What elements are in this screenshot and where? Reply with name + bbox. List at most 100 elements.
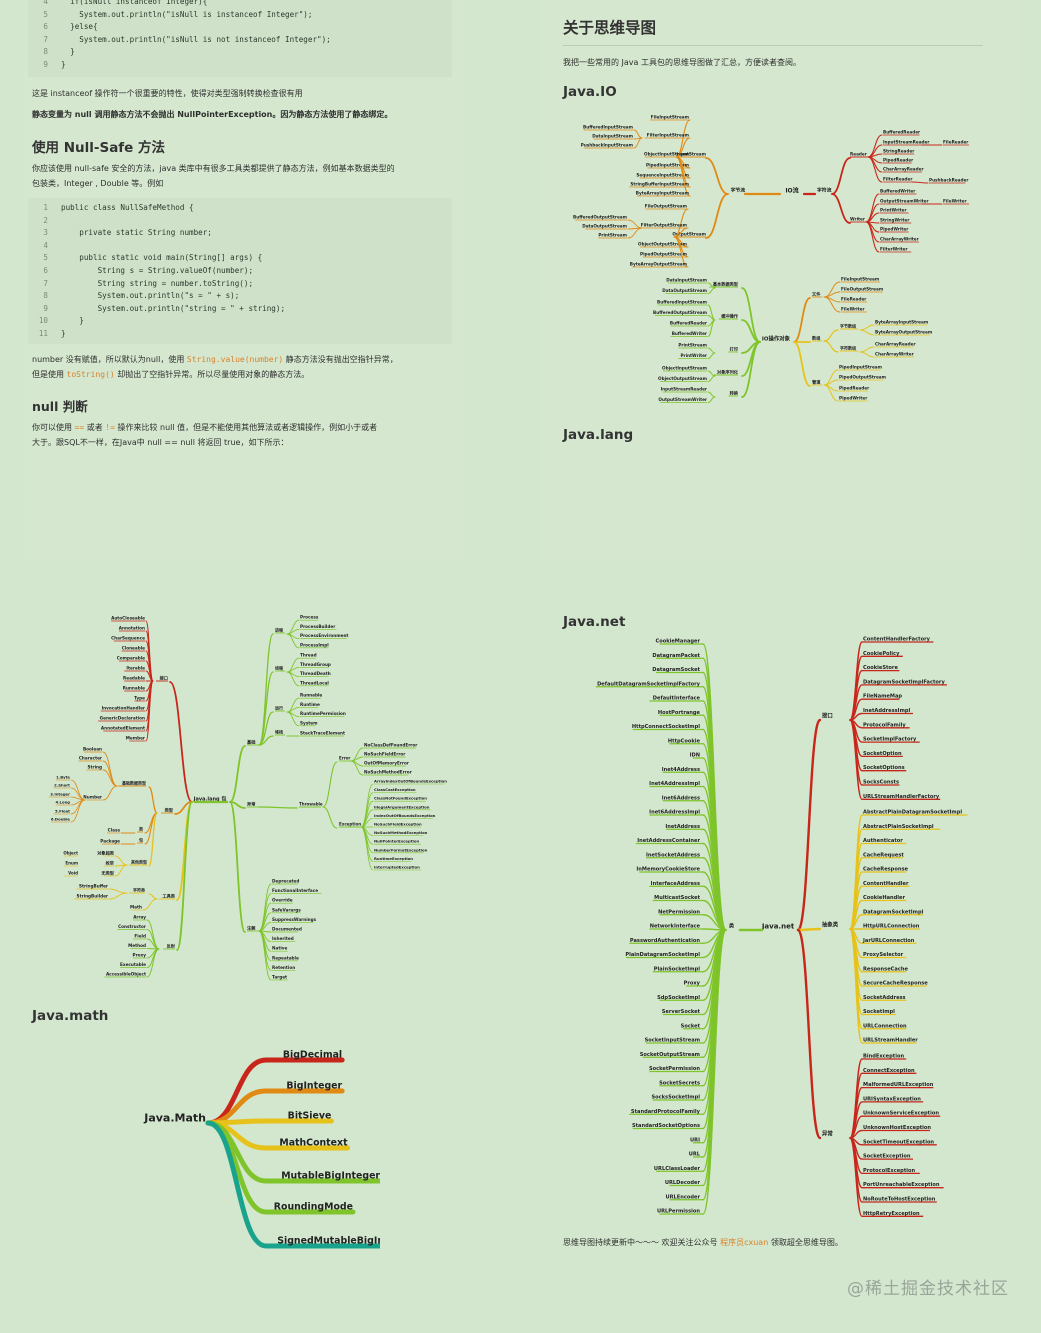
mindmap-node-label: SocketImplFactory — [863, 737, 917, 743]
mindmap-node-label: ProtocolFamily — [863, 722, 906, 728]
mindmap-node-label: ProcessEnvironment — [300, 633, 348, 638]
mindmap-node-label: 基础 — [246, 739, 255, 746]
mindmap-node-label: Repeatable — [272, 955, 299, 960]
mindmap-node-label: Socket — [681, 1023, 701, 1029]
text: 大于。跟SQL不一样，在Java中 null == null 将返回 true，… — [32, 438, 289, 447]
mindmap-node-label: 其他类型 — [131, 859, 147, 865]
mindmap-java-math: Java.MathBigDecimalBigIntegerBitSieveMat… — [143, 1050, 380, 1249]
mindmap-node-label: FileOutputStream — [645, 204, 688, 209]
mindmap-node-label: AbstractPlainDatagramSocketImpl — [863, 810, 962, 816]
mindmap-node-label: 字符流 — [817, 187, 832, 194]
mindmap-node-label: IO流 — [785, 187, 798, 195]
mindmap-node-label: FileReader — [841, 297, 867, 302]
mindmap-node-label: CharSequence — [111, 636, 145, 641]
mindmap-branch — [707, 391, 716, 398]
mindmap-branch — [796, 927, 822, 932]
mindmap-node-label: Runtime — [300, 702, 320, 707]
mindmap-node-label: Inherited — [272, 936, 294, 941]
mindmap-node-label: Error — [339, 756, 350, 761]
mindmap-node-label: Iterable — [126, 666, 145, 671]
mindmap-node-label: 反射 — [167, 943, 176, 950]
mindmap-node-label: 枚举 — [106, 860, 115, 867]
mindmap-node-label: SocksSocketImpl — [651, 1095, 700, 1101]
mindmap-branch — [831, 157, 851, 195]
text: 领取超全思维导图。 — [768, 1238, 843, 1247]
mindmap-node-label: AccessibleObject — [106, 972, 146, 977]
mindmap-node-label: 类型 — [165, 807, 174, 814]
mindmap-branch — [823, 384, 839, 402]
mindmap-node-label: ByteArrayOutputStream — [630, 262, 688, 267]
mindmap-branch — [793, 341, 811, 387]
heading-java-net: Java.net — [563, 614, 626, 630]
mindmap-node-label: InetAddress — [665, 824, 700, 830]
mindmap-node-label: HttpURLConnection — [863, 924, 920, 930]
mindmap-node-label: 接口 — [822, 712, 833, 720]
mindmap-node-label: PipedReader — [839, 386, 870, 391]
mindmap-node-label: SdpSocketImpl — [657, 995, 700, 1001]
paragraph-null-safe: 你应该使用 null-safe 安全的方法，java 类库中有很多工具类都提供了… — [32, 161, 395, 191]
mindmap-node-label: DataOutputStream — [582, 224, 627, 229]
mindmap-node-label: IDN — [690, 753, 700, 759]
mindmap-branch — [360, 783, 374, 828]
mindmap-branch — [705, 157, 729, 195]
mindmap-node-label: SocketPermission — [649, 1066, 700, 1072]
mindmap-node-label: ThreadDeath — [300, 671, 331, 676]
mindmap-node-label: CharArrayWriter — [880, 237, 920, 242]
mindmap-node-label: Inet6Address — [662, 795, 700, 801]
mindmap-node-label: BufferedInputStream — [657, 300, 708, 305]
mindmap-node-label: Method — [128, 943, 146, 948]
mindmap-node-label: InetSocketAddress — [646, 852, 700, 858]
mindmap-node-label: 字符串 — [133, 887, 145, 893]
mindmap-node-label: PushbackInputStream — [581, 143, 634, 148]
mindmap-node-label: Type — [134, 696, 145, 701]
mindmap-branch — [823, 329, 839, 342]
mindmap-node-label: DatagramSocket — [652, 667, 700, 673]
mindmap-node-label: CookieStore — [863, 665, 898, 671]
mindmap-node-label: 异常 — [822, 1130, 833, 1138]
mindmap-branch — [322, 761, 338, 808]
mindmap-node-label: OutOfMemoryError — [364, 761, 410, 766]
mindmap-node-label: NetPermission — [658, 909, 700, 915]
mindmap-branch — [258, 893, 272, 932]
mindmap-node-label: Proxy — [684, 981, 701, 987]
mindmap-node-label: BitSieve — [288, 1111, 332, 1122]
mindmap-node-label: SocketInputStream — [645, 1038, 700, 1044]
code-line: String string = number.toString(); — [61, 278, 254, 288]
mindmap-node-label: MutableBigInteger — [281, 1171, 380, 1182]
mindmap-node-label: ContentHandler — [863, 881, 909, 887]
mindmap-branch — [229, 801, 246, 809]
mindmap-branch — [627, 227, 643, 239]
mindmap-node-label: ConnectException — [863, 1068, 915, 1074]
mindmap-node-label: SocketSecrets — [659, 1080, 700, 1086]
mindmap-node-label: Process — [300, 615, 319, 620]
mindmap-node-label: MulticastSocket — [654, 895, 700, 901]
mindmap-node-label: PortUnreachableException — [863, 1182, 940, 1188]
mindmap-node-label: Java.net — [761, 923, 795, 931]
mindmap-branch — [675, 156, 691, 197]
mindmap-branch — [707, 287, 716, 294]
mindmap-node-label: SignedMutableBigInteger — [277, 1236, 380, 1247]
account-link[interactable]: 程序员cxuan — [720, 1238, 769, 1247]
mindmap-node-label: Inet4Address — [662, 767, 700, 773]
mindmap-node-label: HttpConnectSocketImpl — [632, 724, 700, 730]
line-number: 5 — [43, 9, 48, 19]
mindmap-node-label: FileNameMap — [863, 694, 902, 700]
mindmap-node-label: 抽象类 — [822, 921, 839, 929]
mindmap-node-label: System — [300, 720, 318, 725]
mindmap-branch — [169, 681, 193, 803]
mindmap-node-label: StandardProtocolFamily — [631, 1109, 701, 1115]
mindmap-branch — [360, 792, 374, 828]
mindmap-node-label: ClassCastException — [374, 787, 416, 792]
mindmap-node-label: BufferedReader — [883, 130, 921, 135]
mindmap-node-label: InMemoryCookieStore — [636, 867, 700, 873]
mindmap-node-label: BufferedWriter — [672, 331, 708, 336]
mindmap-node-label: Documented — [272, 927, 302, 932]
mindmap-node-label: SocketAddress — [863, 995, 906, 1001]
heading-java-io: Java.IO — [563, 84, 617, 100]
mindmap-node-label: Proxy — [133, 953, 147, 958]
mindmap-node-label: Runnable — [300, 693, 322, 698]
line-number: 7 — [43, 34, 48, 44]
mindmap-node-label: URLPermission — [657, 1209, 700, 1215]
line-number: 6 — [43, 266, 48, 275]
mindmap-node-label: InetAddressContainer — [637, 838, 700, 844]
